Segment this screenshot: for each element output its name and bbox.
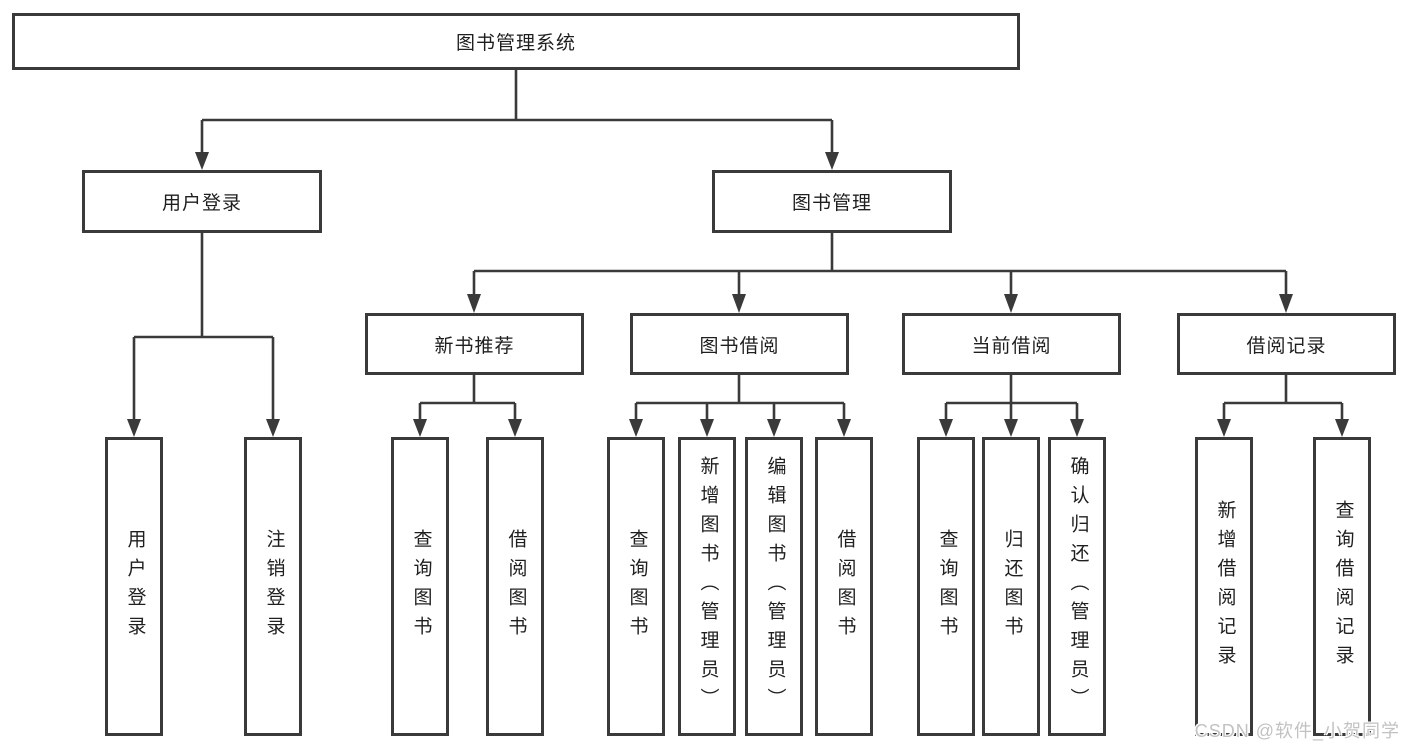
node-user-login-group: 用户登录 (82, 170, 322, 233)
node-label: 新增借阅记录 (1214, 499, 1236, 674)
node-cb-query-books: 查询图书 (917, 437, 975, 736)
arrowhead (732, 294, 746, 313)
node-bb-query-books: 查询图书 (607, 437, 665, 736)
arrowhead (1217, 419, 1231, 437)
node-br-add-record: 新增借阅记录 (1195, 437, 1253, 736)
arrowhead (1279, 294, 1293, 313)
arrowhead (127, 419, 141, 437)
arrowhead (825, 152, 839, 170)
node-label: 确认归还（管理员） (1067, 456, 1089, 717)
node-label: 编辑图书（管理员） (764, 456, 786, 717)
arrowheads (127, 152, 1349, 437)
node-nbr-query-books: 查询图书 (391, 437, 449, 736)
arrowhead (467, 294, 481, 313)
arrowhead (939, 419, 953, 437)
node-label: 图书管理系统 (455, 33, 576, 54)
node-label: 用户登录 (124, 528, 146, 645)
arrowhead (508, 419, 522, 437)
tree-edges (132, 70, 1344, 421)
node-label: 图书借阅 (699, 335, 780, 357)
node-label: 借阅图书 (505, 528, 527, 645)
node-cb-return-books: 归还图书 (982, 437, 1040, 736)
arrowhead (1004, 294, 1018, 313)
arrowhead (837, 419, 851, 437)
arrowhead (767, 419, 781, 437)
node-label: 借阅记录 (1246, 335, 1327, 357)
node-label: 查询图书 (626, 528, 648, 645)
node-logout: 注销登录 (244, 437, 302, 736)
node-bb-edit-books-admin: 编辑图书（管理员） (745, 437, 803, 736)
arrowhead (266, 419, 280, 437)
arrowhead (195, 152, 209, 170)
node-book-borrowing: 图书借阅 (630, 313, 849, 375)
node-root: 图书管理系统 (12, 13, 1020, 70)
node-bb-add-books-admin: 新增图书（管理员） (678, 437, 736, 736)
node-label: 新增图书（管理员） (697, 456, 719, 717)
csdn-watermark: CSDN @软件_小贺同学 (1194, 721, 1400, 741)
arrowhead (1070, 419, 1084, 437)
node-label: 归还图书 (1001, 528, 1023, 645)
node-label: 借阅图书 (834, 528, 856, 645)
node-label: 用户登录 (161, 193, 242, 214)
node-label: 注销登录 (263, 528, 285, 645)
node-borrowing-records: 借阅记录 (1177, 313, 1396, 375)
node-current-borrowing: 当前借阅 (902, 313, 1121, 375)
arrowhead (1335, 419, 1349, 437)
node-cb-confirm-return-admin: 确认归还（管理员） (1048, 437, 1106, 736)
node-new-book-recommend: 新书推荐 (365, 313, 584, 375)
node-label: 新书推荐 (434, 335, 515, 357)
arrowhead (1004, 419, 1018, 437)
node-bb-borrow-books: 借阅图书 (815, 437, 873, 736)
node-label: 查询图书 (936, 528, 958, 645)
node-label: 查询借阅记录 (1332, 499, 1354, 674)
arrowhead (700, 419, 714, 437)
node-label: 当前借阅 (971, 335, 1052, 357)
node-nbr-borrow-books: 借阅图书 (486, 437, 544, 736)
node-br-query-record: 查询借阅记录 (1313, 437, 1371, 736)
node-label: 查询图书 (410, 528, 432, 645)
arrowhead (629, 419, 643, 437)
arrowhead (413, 419, 427, 437)
node-user-login: 用户登录 (105, 437, 163, 736)
node-book-management: 图书管理 (712, 170, 952, 233)
node-label: 图书管理 (791, 193, 872, 214)
